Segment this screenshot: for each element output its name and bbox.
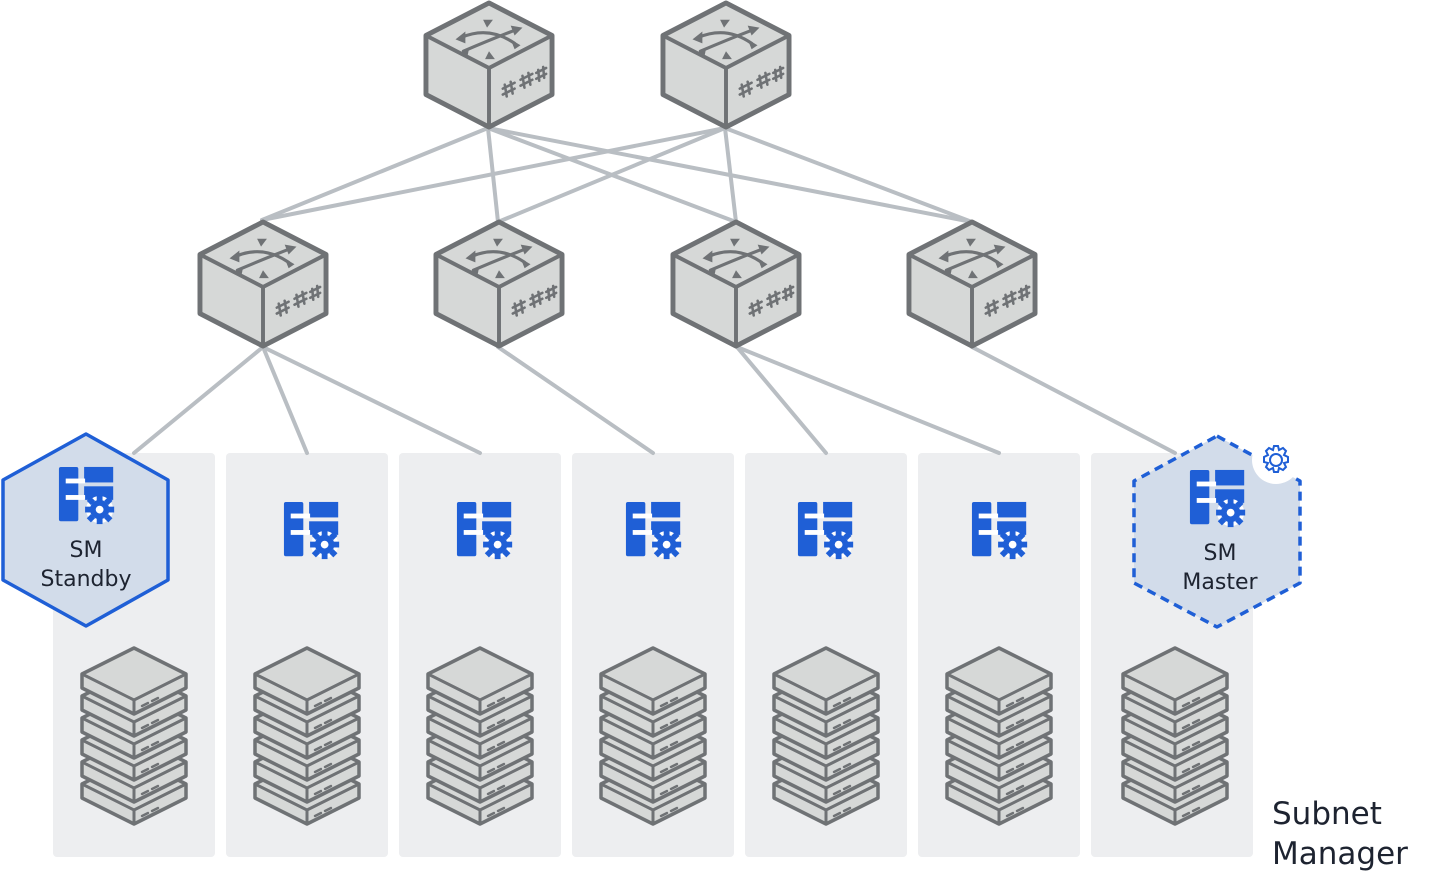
server-stack-icon [772, 646, 880, 826]
sm-master-node: SM Master [1132, 434, 1302, 629]
sm-master-label-line1: SM [1204, 541, 1237, 566]
switch-icon [200, 222, 326, 346]
server-stack-icon [426, 646, 534, 826]
leaf-switches [200, 222, 1035, 346]
link-leaf2-rack4 [496, 345, 655, 455]
node-sm-icons [283, 501, 1028, 560]
link-spine2-leaf4 [723, 126, 974, 224]
link-spine1-leaf1 [260, 126, 490, 222]
sm-master-label-line2: Master [1182, 570, 1258, 595]
link-spine2-leaf2 [496, 126, 727, 224]
link-leaf1-rack3 [261, 345, 482, 455]
spine-switches [426, 3, 789, 127]
sm-master-hexagon [1132, 434, 1302, 629]
switch-icon [436, 222, 562, 346]
server-stack-icon [253, 646, 361, 826]
switch-icon [663, 3, 789, 127]
link-spine2-leaf3 [723, 126, 738, 224]
legend-line2: Manager [1272, 836, 1408, 872]
link-leaf4-rack7 [970, 345, 1177, 455]
link-leaf1-rack2 [261, 345, 309, 455]
sm-standby-label-line2: Standby [41, 567, 132, 592]
sm-standby-node: SM Standby [1, 432, 170, 628]
subnet-manager-legend: Subnet Manager [1272, 794, 1408, 874]
gear-icon [1252, 436, 1300, 484]
switch-icon [909, 222, 1035, 346]
server-stack-icon [1121, 646, 1229, 826]
server-stack-icon [945, 646, 1053, 826]
link-leaf3-rack6 [735, 345, 1001, 455]
sm-standby-label-line1: SM [70, 538, 103, 563]
link-leaf1-rack1 [132, 345, 265, 455]
switch-icon [673, 222, 799, 346]
server-stack-icon [599, 646, 707, 826]
network-links [132, 126, 1177, 455]
legend-line1: Subnet [1272, 796, 1382, 832]
link-leaf3-rack5 [735, 345, 828, 455]
link-spine2-leaf1 [260, 126, 727, 222]
switch-icon [426, 3, 552, 127]
sm-standby-hexagon [1, 432, 170, 628]
server-stack-icon [80, 646, 188, 826]
